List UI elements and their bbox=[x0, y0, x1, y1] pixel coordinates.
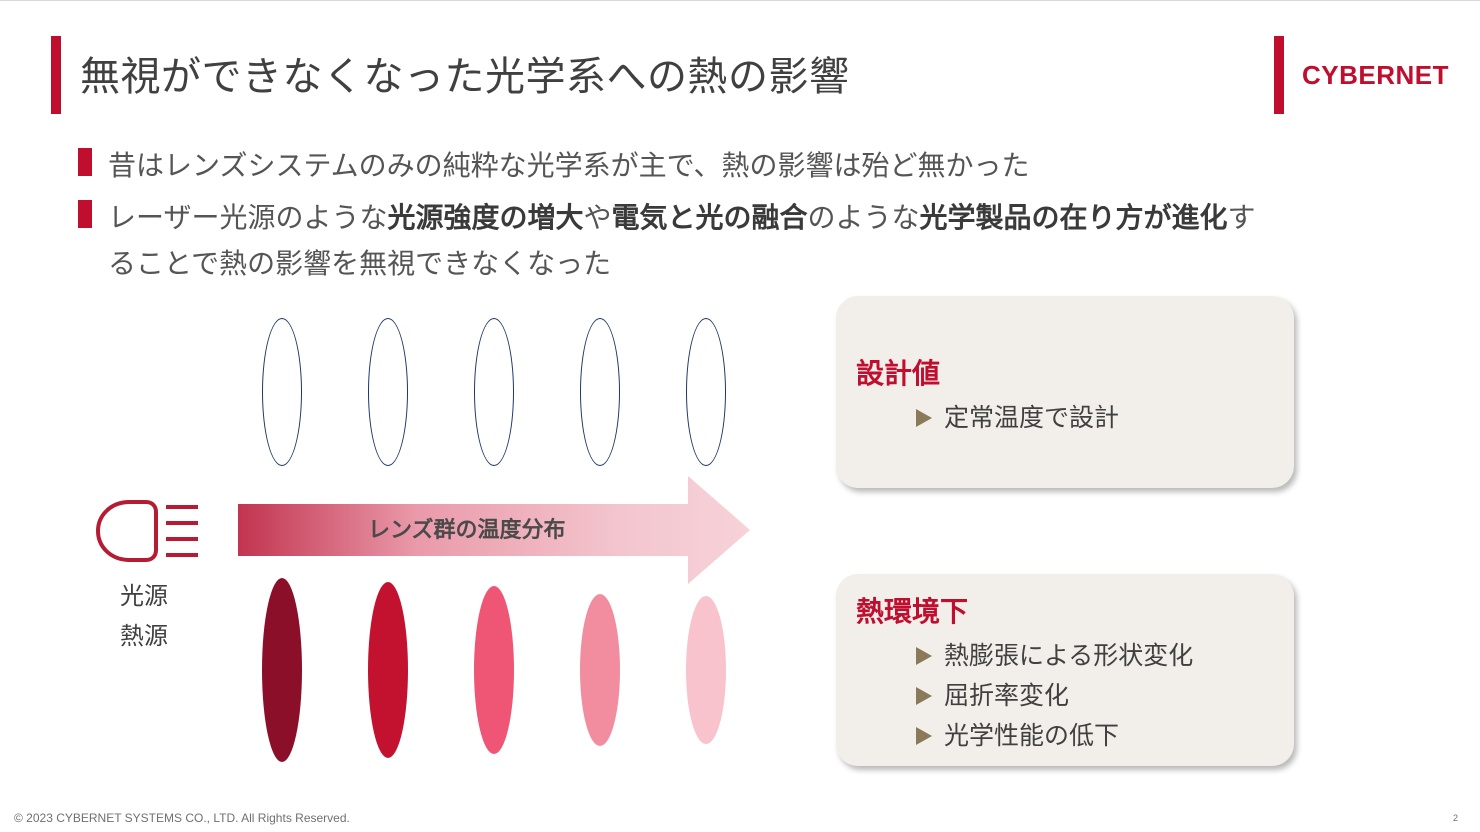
thermal-item-text: 屈折率変化 bbox=[944, 681, 1070, 710]
design-value-title: 設計値 bbox=[856, 357, 941, 390]
logo-accent-bar bbox=[1274, 36, 1284, 114]
bullet-1: 昔はレンズシステムのみの純粋な光学系が主で、熱の影響は殆ど無かった bbox=[108, 149, 1030, 182]
thermal-item-text: 光学性能の低下 bbox=[944, 721, 1120, 750]
bullet-2-line-1: レーザー光源のような光源強度の増大や電気と光の融合のような光学製品の在り方が進化… bbox=[108, 196, 1256, 236]
lens-heated-3 bbox=[474, 586, 514, 754]
bullet-2-strong: 光学製品の在り方が進化 bbox=[919, 201, 1228, 234]
lens-design-5 bbox=[686, 318, 726, 466]
lens-heated-5 bbox=[686, 596, 726, 744]
bullet-2-text: す bbox=[1227, 201, 1256, 234]
thermal-item-1: 熱膨張による形状変化 bbox=[916, 636, 1193, 672]
company-logo: CYBERNET bbox=[1302, 60, 1450, 90]
copyright-footer: © 2023 CYBERNET SYSTEMS CO., LTD. All Ri… bbox=[14, 811, 350, 825]
lens-design-2 bbox=[368, 318, 408, 466]
design-value-card: 設計値 定常温度で設計 bbox=[836, 296, 1294, 488]
bullet-marker-1 bbox=[78, 148, 92, 176]
bullet-2-line-2: ることで熱の影響を無視できなくなった bbox=[108, 247, 612, 280]
page-title: 無視ができなくなった光学系への熱の影響 bbox=[80, 54, 850, 100]
bullet-2-strong: 光源強度の増大 bbox=[387, 201, 584, 234]
thermal-item-text: 熱膨張による形状変化 bbox=[944, 641, 1194, 670]
thermal-environment-card: 熱環境下 熱膨張による形状変化 屈折率変化 光学性能の低下 bbox=[836, 574, 1294, 766]
lens-heated-4 bbox=[580, 594, 620, 746]
source-label-light: 光源 bbox=[120, 582, 168, 610]
triangle-bullet-icon bbox=[916, 687, 932, 705]
thermal-item-3: 光学性能の低下 bbox=[916, 716, 1119, 752]
lens-design-3 bbox=[474, 318, 514, 466]
arrow-label: レンズ群の温度分布 bbox=[368, 518, 566, 543]
page-number: 2 bbox=[1453, 813, 1459, 823]
triangle-bullet-icon bbox=[916, 727, 932, 745]
lens-design-4 bbox=[580, 318, 620, 466]
bullet-2-strong: 電気と光の融合 bbox=[611, 201, 808, 234]
thermal-item-2: 屈折率変化 bbox=[916, 676, 1069, 712]
bullet-2-text: や bbox=[583, 201, 612, 234]
top-border bbox=[0, 0, 1480, 4]
lens-heated-1 bbox=[262, 578, 302, 762]
bullet-2-text: レーザー光源のような bbox=[108, 201, 388, 234]
bullet-2-text: のような bbox=[807, 201, 920, 234]
bullet-marker-2 bbox=[78, 200, 92, 228]
triangle-bullet-icon bbox=[916, 409, 932, 427]
triangle-bullet-icon bbox=[916, 647, 932, 665]
lens-heated-2 bbox=[368, 582, 408, 758]
source-label-heat: 熱源 bbox=[120, 622, 168, 650]
design-value-item-text: 定常温度で設計 bbox=[944, 403, 1120, 432]
temperature-arrow bbox=[238, 476, 750, 584]
design-value-item-1: 定常温度で設計 bbox=[916, 398, 1119, 434]
lens-design-1 bbox=[262, 318, 302, 466]
title-accent-bar bbox=[51, 36, 61, 114]
light-source-icon bbox=[95, 500, 198, 562]
thermal-environment-title: 熱環境下 bbox=[856, 595, 969, 628]
